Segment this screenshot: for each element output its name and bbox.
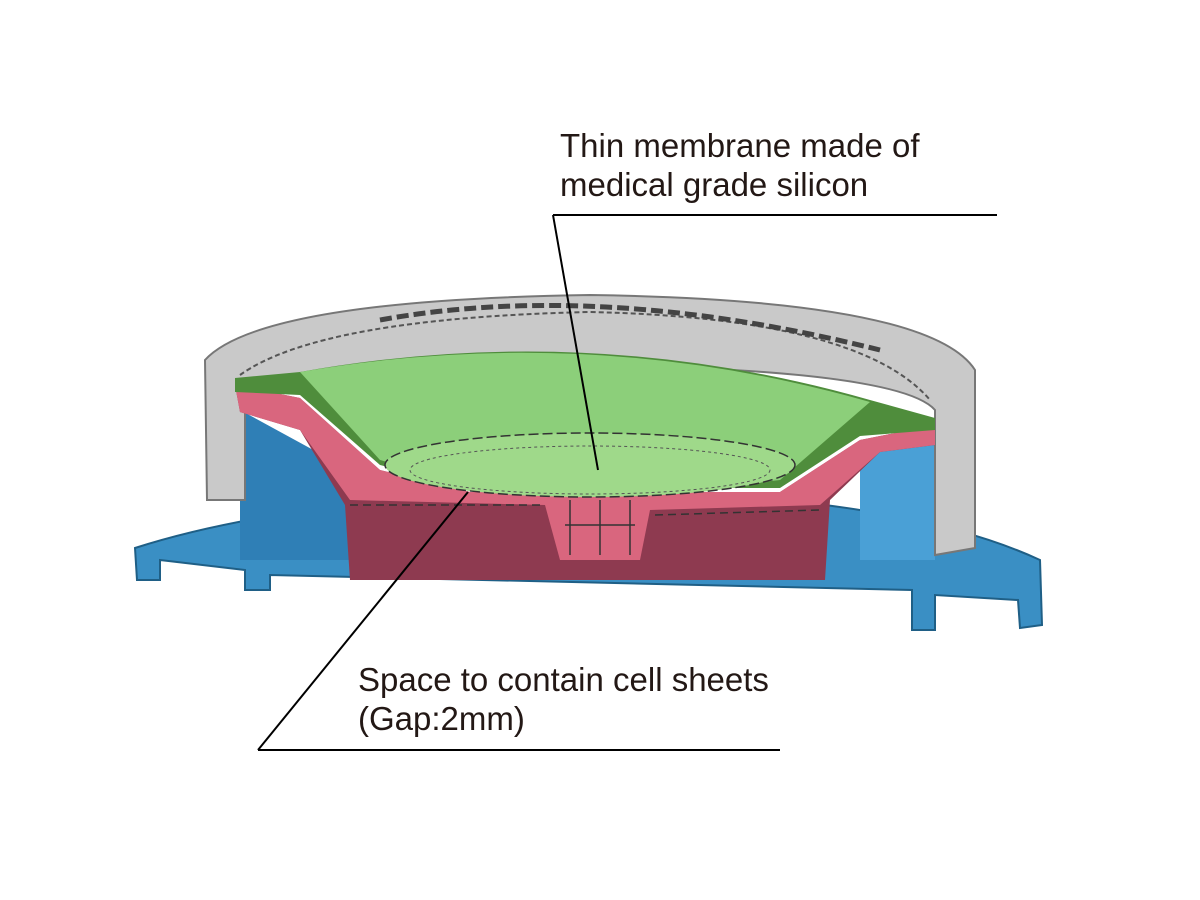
- pink-insert: [235, 385, 935, 580]
- membrane-callout: Thin membrane made of medical grade sili…: [560, 126, 920, 204]
- space-callout: Space to contain cell sheets (Gap:2mm): [358, 660, 769, 738]
- leader-line-membrane: [552, 214, 997, 471]
- membrane-label-line1: Thin membrane made of: [560, 127, 920, 164]
- leader-line-space: [257, 491, 780, 751]
- space-label-line1: Space to contain cell sheets: [358, 661, 769, 698]
- green-membrane: [235, 351, 935, 498]
- space-label-line2: (Gap:2mm): [358, 700, 525, 737]
- membrane-label-line2: medical grade silicon: [560, 166, 869, 203]
